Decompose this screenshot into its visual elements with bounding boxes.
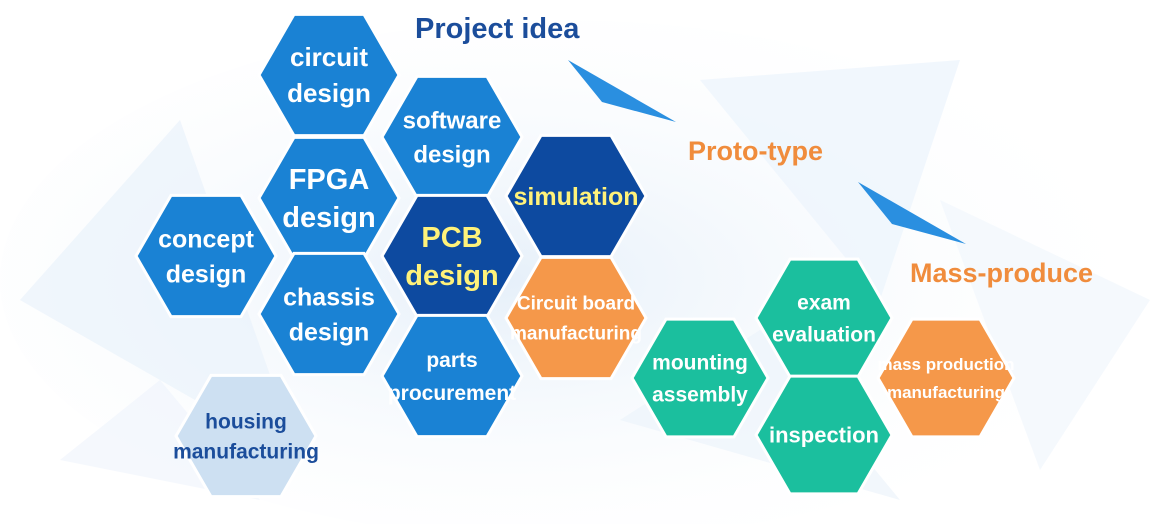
hexagon-exam-evaluation: exam evaluation [754,257,894,379]
hexagon-label-line: housing [205,410,287,433]
hexagon-label-line: concept [158,225,255,253]
hexagon-concept-design: concept design [134,193,278,319]
hexagon-shape [876,317,1016,439]
hexagon-label-line: FPGA [289,164,370,196]
hexagon-pcb-design: PCB design [380,193,524,319]
hexagon-label-line: manufacturing [887,383,1005,402]
stage-label-proto-type: Proto-type [688,136,823,166]
stage-label-project-idea: Project idea [415,13,580,45]
hexagon-label-line: assembly [652,383,748,406]
hexagon-label-line: design [287,78,371,108]
hexagon-shape [504,255,648,381]
hexagon-label-line: design [289,318,370,346]
hexagon-circuit-design: circuit design [257,12,401,138]
hexagon-label-line: procurement [388,382,516,405]
hexagon-label-line: manufacturing [510,324,642,345]
hexagon-simulation: simulation [504,133,648,259]
hexagon-label-line: simulation [513,183,638,211]
hexagon-label-line: mounting [652,351,748,374]
hexagon-label-line: manufacturing [173,440,319,463]
hexagon-label-line: chassis [283,283,375,311]
hexagon-label-line: design [405,260,498,292]
hexagon-parts-procurement: parts procurement [380,313,524,439]
hexagon-shape [754,374,894,496]
hexagon-shape [380,313,524,439]
hexagon-shape [134,193,278,319]
hexagon-shape [257,12,401,138]
arrow-to-prototype [568,60,676,122]
hexagon-chassis-design: chassis design [257,251,401,377]
arrow-to-mass-produce [858,182,966,244]
hexagon-label-line: Circuit board [517,294,635,315]
hexagon-label-line: parts [426,349,477,372]
hexagon-label-line: design [413,141,490,168]
hexagon-inspection: inspection [754,374,894,496]
hexagon-label-line: circuit [290,42,368,72]
hexagon-label-line: exam [797,291,851,314]
hexagon-mass-production-manufacturing: mass production manufacturing [876,317,1016,439]
stage-label-mass-produce: Mass-produce [910,258,1093,288]
hexagon-label-line: evaluation [772,323,876,346]
hexagon-layer: circuitdesignsoftwaredesignFPGAdesignsim… [134,12,1016,499]
hexagon-mounting-assembly: mounting assembly [630,317,770,439]
hexagon-label-line: design [166,260,247,288]
hexagon-shape [174,373,318,499]
hexagon-fpga-design: FPGA design [257,135,401,261]
hexagon-housing-manufacturing: housing manufacturing [173,373,319,499]
hexagon-circuit-board-manufacturing: Circuit board manufacturing [504,255,648,381]
hexagon-label-line: PCB [421,222,482,254]
hexagon-label-line: software [403,107,502,134]
hexagon-label-line: inspection [769,423,879,448]
hexagon-shape [630,317,770,439]
hexagon-label-line: design [282,202,375,234]
hexagon-software-design: software design [380,74,524,200]
hexagon-label-line: mass production [878,355,1015,374]
hexagon-shape [257,251,401,377]
